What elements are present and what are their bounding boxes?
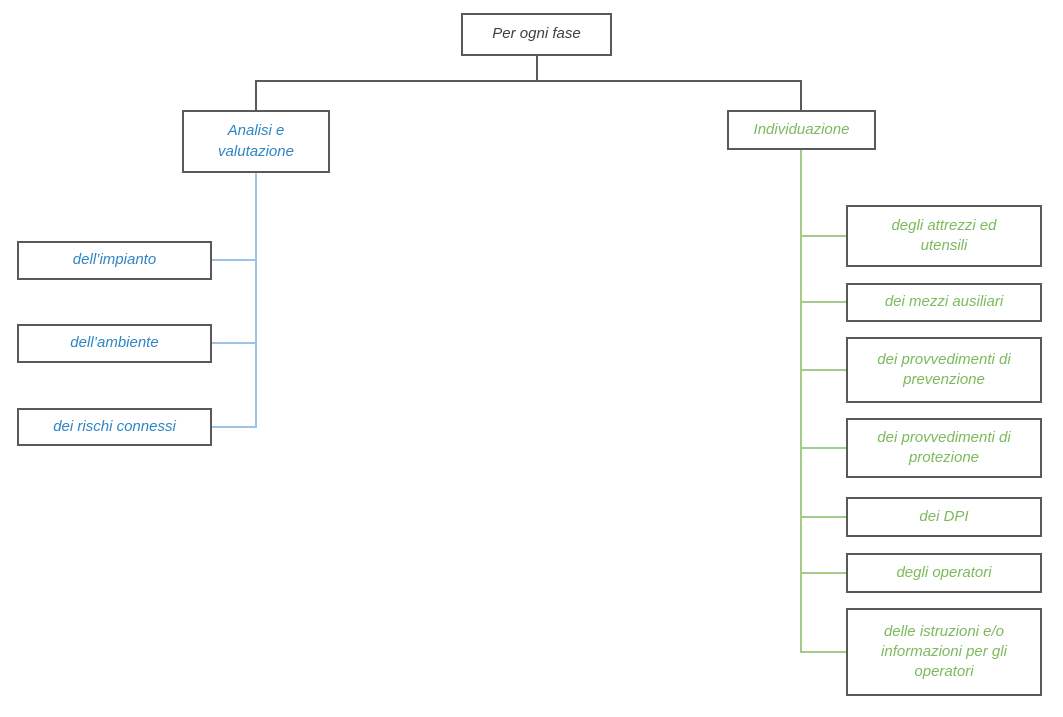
node-right-child-7-label: delle istruzioni e/o informazioni per gl… xyxy=(881,622,1007,681)
node-right-child-2-label: dei mezzi ausiliari xyxy=(884,293,1004,311)
node-left-child-2: dell’ambiente xyxy=(17,324,212,363)
connector-right-branch-vertical xyxy=(800,150,802,653)
node-right-child-4: dei provvedimenti di protezione xyxy=(846,418,1042,478)
node-right-child-6-label: degli operatori xyxy=(896,563,992,581)
node-right-branch-label: Individuazione xyxy=(753,120,850,138)
node-right-branch: Individuazione xyxy=(727,110,876,150)
node-right-child-1-label: degli attrezzi ed utensili xyxy=(891,216,997,254)
connector-top-horizontal xyxy=(255,80,802,82)
connector-right-stub-5 xyxy=(801,516,846,518)
node-left-branch-label: Analisi e valutazione xyxy=(218,122,294,160)
node-right-child-4-label: dei provvedimenti di protezione xyxy=(877,428,1011,466)
connector-left-stub-1 xyxy=(211,259,256,261)
connector-right-drop xyxy=(800,80,802,110)
node-left-child-3-label: dei rischi connessi xyxy=(53,417,176,435)
connector-right-stub-2 xyxy=(801,301,846,303)
connector-left-stub-3 xyxy=(211,426,256,428)
node-right-child-2: dei mezzi ausiliari xyxy=(846,283,1042,322)
connector-right-stub-3 xyxy=(801,369,846,371)
connector-right-stub-6 xyxy=(801,572,846,574)
connector-right-stub-4 xyxy=(801,447,846,449)
node-right-child-7: delle istruzioni e/o informazioni per gl… xyxy=(846,608,1042,696)
node-right-child-5-label: dei DPI xyxy=(919,507,969,525)
connector-left-branch-vertical xyxy=(255,173,257,428)
node-root: Per ogni fase xyxy=(461,13,612,56)
node-right-child-6: degli operatori xyxy=(846,553,1042,593)
node-right-child-3: dei provvedimenti di prevenzione xyxy=(846,337,1042,403)
node-left-branch: Analisi e valutazione xyxy=(182,110,330,173)
connector-right-stub-7 xyxy=(801,651,846,653)
connector-right-stub-1 xyxy=(801,235,846,237)
node-right-child-5: dei DPI xyxy=(846,497,1042,537)
connector-left-drop xyxy=(255,80,257,110)
connector-root-stem xyxy=(536,56,538,82)
connector-left-stub-2 xyxy=(211,342,256,344)
node-left-child-1-label: dell’impianto xyxy=(72,251,157,269)
node-right-child-3-label: dei provvedimenti di prevenzione xyxy=(877,350,1011,388)
node-root-label: Per ogni fase xyxy=(492,25,581,43)
node-left-child-1: dell’impianto xyxy=(17,241,212,280)
node-left-child-2-label: dell’ambiente xyxy=(70,334,159,352)
node-right-child-1: degli attrezzi ed utensili xyxy=(846,205,1042,267)
node-left-child-3: dei rischi connessi xyxy=(17,408,212,446)
